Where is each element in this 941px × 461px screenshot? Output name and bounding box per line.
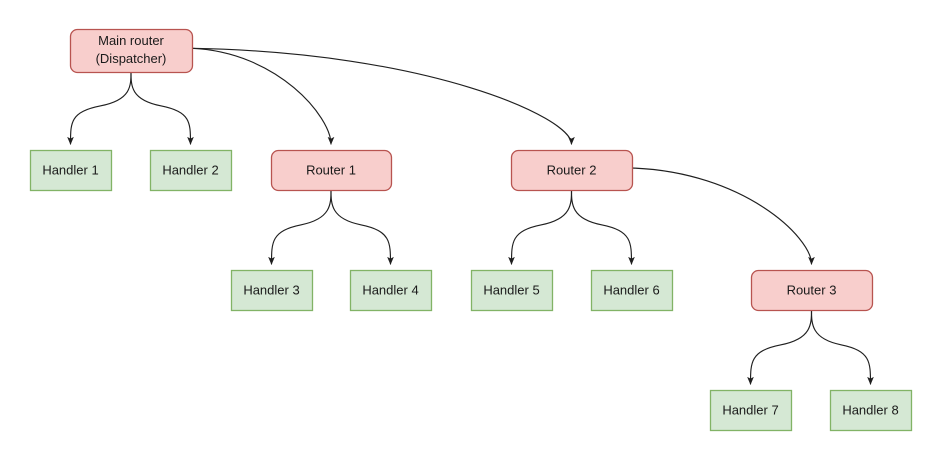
handler-box-handler-3 bbox=[230, 269, 314, 312]
node-handler-3[interactable]: Handler 3 bbox=[230, 269, 314, 312]
router-box-router-2 bbox=[510, 149, 634, 192]
edge-router-1-to-handler-3[interactable] bbox=[268, 189, 332, 265]
edge-main-to-handler-2[interactable] bbox=[130, 71, 194, 145]
edge-router-2-to-handler-5[interactable] bbox=[508, 189, 573, 265]
edge-main-to-router-2[interactable] bbox=[191, 47, 575, 145]
node-router-2[interactable]: Router 2 bbox=[510, 149, 634, 192]
edge-router-1-to-handler-4[interactable] bbox=[330, 189, 394, 265]
node-label-handler-7: Handler 7 bbox=[722, 402, 778, 417]
edge-router-2-to-router-3[interactable] bbox=[631, 167, 815, 265]
node-handler-5[interactable]: Handler 5 bbox=[470, 269, 554, 312]
node-main-router[interactable]: Main router (Dispatcher) bbox=[69, 28, 194, 74]
node-label-handler-1: Handler 1 bbox=[42, 162, 98, 177]
node-handler-6[interactable]: Handler 6 bbox=[590, 269, 674, 312]
node-router-1[interactable]: Router 1 bbox=[270, 149, 393, 192]
handler-box-handler-6 bbox=[590, 269, 674, 312]
handler-box-handler-8 bbox=[829, 389, 913, 432]
handler-box-handler-1 bbox=[29, 149, 113, 192]
router-box-main-router bbox=[69, 28, 194, 74]
node-label-router-3: Router 3 bbox=[787, 282, 837, 297]
node-label-main-router-line1: Main router bbox=[98, 33, 164, 48]
node-label-handler-3: Handler 3 bbox=[243, 282, 299, 297]
nodes-layer: Main router (Dispatcher) Handler 1 Handler … bbox=[29, 28, 913, 432]
edge-main-to-router-1[interactable] bbox=[191, 47, 335, 145]
handler-box-handler-5 bbox=[470, 269, 554, 312]
node-router-3[interactable]: Router 3 bbox=[750, 269, 874, 312]
node-label-router-1: Router 1 bbox=[306, 162, 356, 177]
edge-router-3-to-handler-8[interactable] bbox=[810, 309, 874, 385]
edge-router-3-to-handler-7[interactable] bbox=[747, 309, 813, 385]
node-label-router-2: Router 2 bbox=[547, 162, 597, 177]
node-label-handler-4: Handler 4 bbox=[362, 282, 418, 297]
node-label-main-router-line2: (Dispatcher) bbox=[96, 51, 167, 66]
node-label-handler-8: Handler 8 bbox=[842, 402, 898, 417]
router-box-router-1 bbox=[270, 149, 393, 192]
node-handler-8[interactable]: Handler 8 bbox=[829, 389, 913, 432]
node-handler-7[interactable]: Handler 7 bbox=[709, 389, 793, 432]
node-handler-2[interactable]: Handler 2 bbox=[149, 149, 233, 192]
node-handler-1[interactable]: Handler 1 bbox=[29, 149, 113, 192]
node-label-handler-2: Handler 2 bbox=[162, 162, 218, 177]
router-box-router-3 bbox=[750, 269, 874, 312]
node-label-handler-5: Handler 5 bbox=[483, 282, 539, 297]
edge-router-2-to-handler-6[interactable] bbox=[570, 189, 635, 265]
handler-box-handler-7 bbox=[709, 389, 793, 432]
edges-layer bbox=[67, 47, 874, 385]
handler-box-handler-4 bbox=[349, 269, 433, 312]
node-handler-4[interactable]: Handler 4 bbox=[349, 269, 433, 312]
edge-main-to-handler-1[interactable] bbox=[67, 71, 132, 145]
node-label-handler-6: Handler 6 bbox=[603, 282, 659, 297]
handler-box-handler-2 bbox=[149, 149, 233, 192]
